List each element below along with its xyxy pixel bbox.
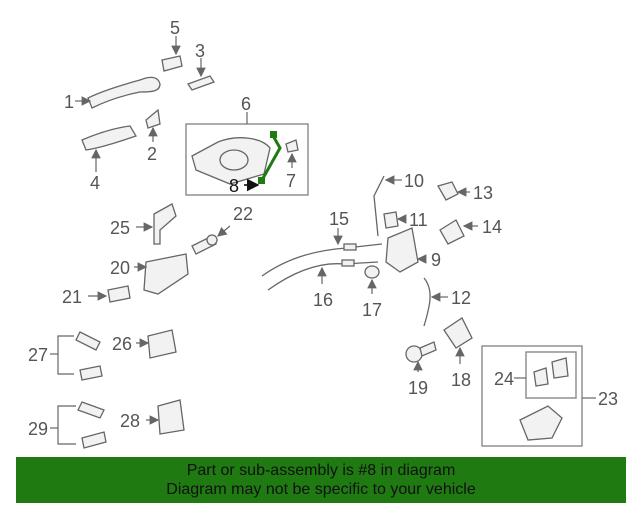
part-16-cable[interactable] [267, 259, 379, 291]
part-19-bolt[interactable] [405, 341, 437, 372]
banner-line-2: Diagram may not be specific to your vehi… [166, 481, 476, 498]
banner-line-1: Part or sub-assembly is #8 in diagram [186, 462, 456, 479]
part-labels: 1 2 3 4 5 6 7 8 9 10 11 12 13 14 15 16 1… [28, 18, 618, 439]
label-24[interactable]: 24 [494, 369, 514, 389]
label-16[interactable]: 16 [313, 290, 333, 310]
label-11[interactable]: 11 [409, 210, 428, 230]
label-8[interactable]: 8 [229, 176, 239, 196]
part-1-outside-handle[interactable] [75, 76, 161, 109]
part-2-bracket[interactable] [145, 108, 161, 142]
label-23[interactable]: 23 [598, 389, 618, 409]
part-9-latch[interactable] [385, 227, 427, 273]
part-12-rod[interactable] [423, 277, 448, 327]
part-3-gasket[interactable] [187, 58, 215, 91]
part-26-hinge[interactable] [136, 329, 177, 359]
label-18[interactable]: 18 [451, 370, 471, 390]
label-1[interactable]: 1 [64, 92, 74, 112]
label-27[interactable]: 27 [28, 345, 48, 365]
label-12[interactable]: 12 [451, 288, 471, 308]
label-15[interactable]: 15 [329, 209, 349, 229]
label-29[interactable]: 29 [28, 419, 48, 439]
part-14-bracket[interactable] [439, 219, 478, 245]
label-13[interactable]: 13 [473, 183, 493, 203]
label-21[interactable]: 21 [62, 287, 82, 307]
label-17[interactable]: 17 [362, 300, 382, 320]
part-4-handle-base[interactable] [81, 125, 137, 172]
label-19[interactable]: 19 [408, 378, 428, 398]
info-banner: Part or sub-assembly is #8 in diagram Di… [16, 457, 626, 503]
label-5[interactable]: 5 [170, 18, 180, 38]
label-9[interactable]: 9 [431, 250, 441, 270]
part-8-rod-highlighted[interactable] [244, 131, 282, 192]
part-25-cylinder[interactable] [136, 203, 177, 245]
part-22-screw[interactable] [191, 225, 231, 255]
label-20[interactable]: 20 [110, 258, 130, 278]
label-2[interactable]: 2 [147, 144, 157, 164]
parts-diagram: 1 2 3 4 5 6 7 8 9 10 11 12 13 14 15 16 1… [28, 18, 618, 449]
part-17-grommet[interactable] [364, 265, 380, 294]
part-7-clip[interactable] [285, 139, 299, 168]
part-21-bolt[interactable] [88, 285, 131, 303]
group-23-box [481, 345, 596, 447]
label-14[interactable]: 14 [482, 217, 502, 237]
label-7[interactable]: 7 [286, 171, 296, 191]
label-3[interactable]: 3 [195, 41, 205, 61]
part-5-clip[interactable] [161, 36, 183, 72]
part-13-bracket[interactable] [437, 181, 470, 201]
label-26[interactable]: 26 [112, 334, 132, 354]
label-6[interactable]: 6 [241, 94, 251, 114]
part-20-bracket[interactable] [134, 253, 189, 295]
part-18-striker[interactable] [443, 317, 473, 364]
part-11-clip[interactable] [383, 211, 407, 229]
part-27-bolts[interactable] [50, 331, 103, 381]
part-29-bolts[interactable] [50, 401, 107, 449]
label-22[interactable]: 22 [233, 204, 253, 224]
part-10-rod[interactable] [373, 175, 402, 237]
part-28-hinge[interactable] [146, 399, 185, 435]
part-15-cable[interactable] [261, 228, 383, 277]
group-6-box [185, 112, 309, 196]
label-28[interactable]: 28 [120, 411, 140, 431]
label-10[interactable]: 10 [404, 171, 424, 191]
label-25[interactable]: 25 [110, 218, 130, 238]
label-4[interactable]: 4 [90, 173, 100, 193]
